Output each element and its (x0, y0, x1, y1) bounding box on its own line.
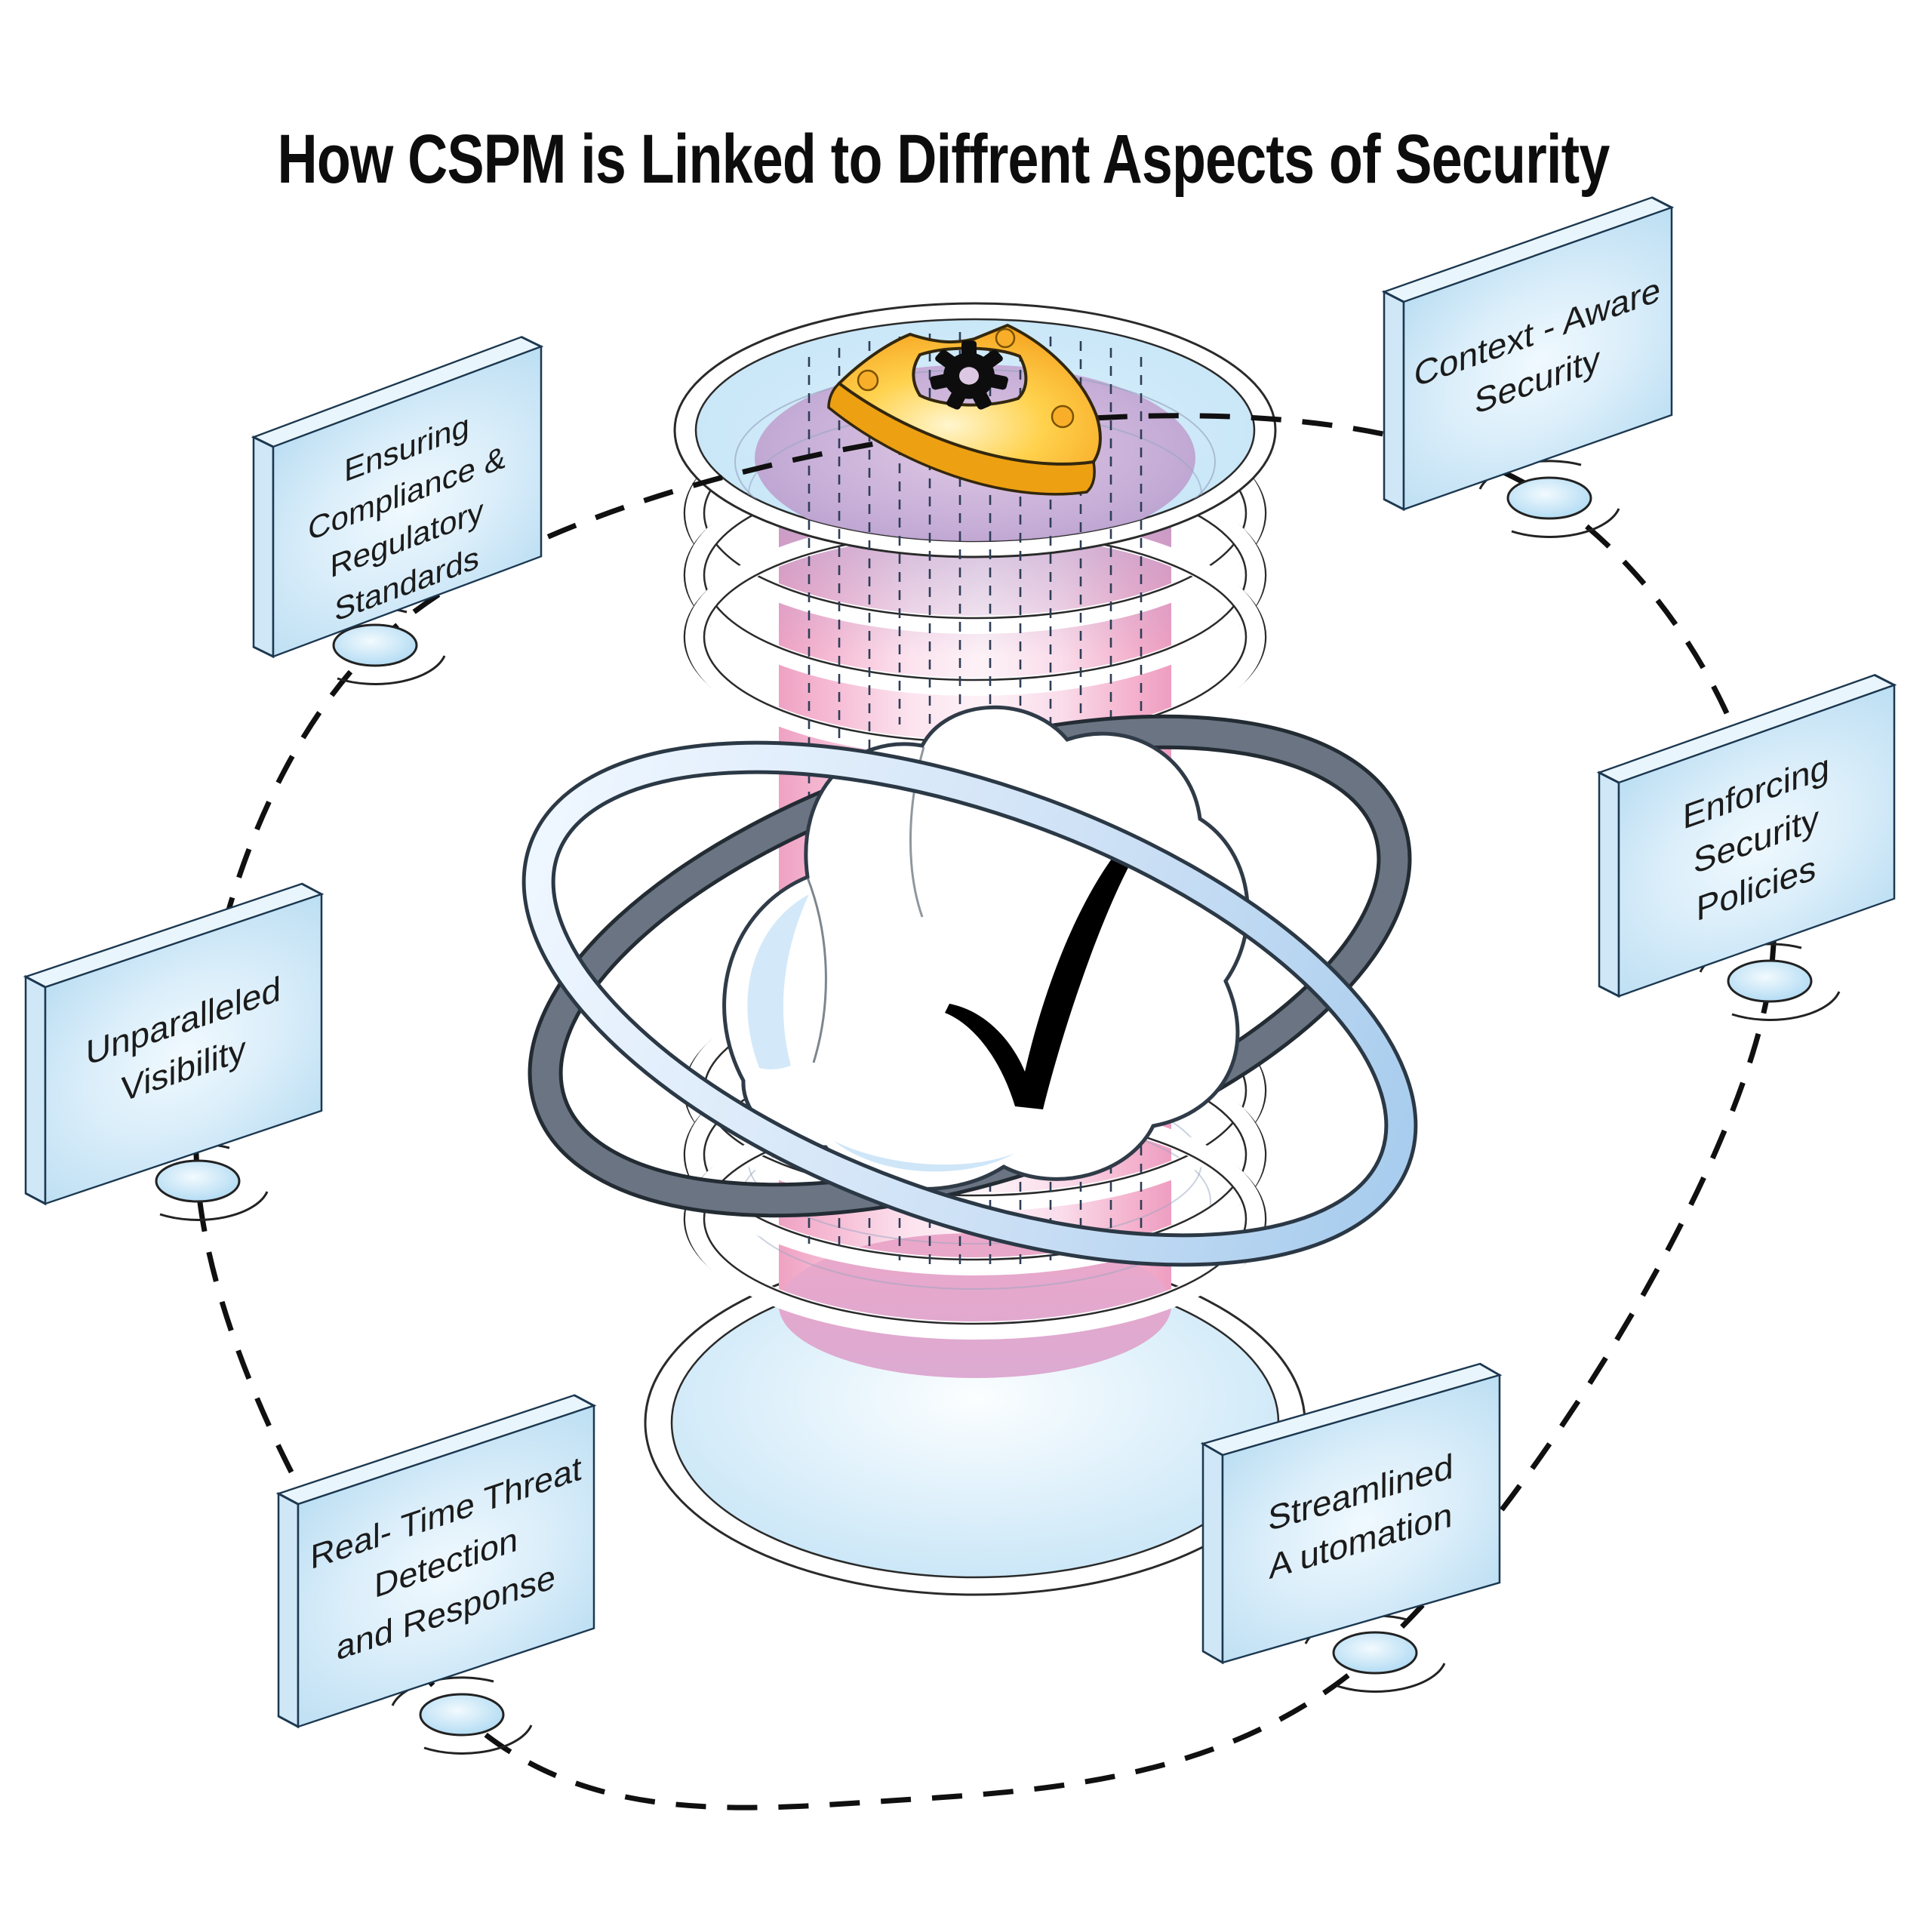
gear-icon (930, 340, 1008, 410)
shield-rivet (857, 369, 879, 392)
dashed-connector-loop (192, 413, 1777, 1810)
cloud-shading (747, 894, 809, 1069)
shield-plate (836, 323, 1102, 466)
panel-side-face (277, 1491, 300, 1729)
cloud-lobe-line (806, 877, 827, 1063)
panel-streamlined-automation: Streamlined A utomation (1200, 1362, 1503, 1665)
panel-side-face (24, 974, 47, 1206)
anchor-node (1304, 1614, 1446, 1693)
shield-rivet (995, 328, 1016, 349)
panel-side-face (1383, 290, 1405, 512)
panel-enforcing-security-policies: Enforcing Security Policies (1596, 674, 1897, 998)
panel-unparalleled-visibility: Unparalleled Visibility (23, 882, 325, 1206)
cloud-shading (834, 1141, 1015, 1172)
orbit-band-blue (521, 740, 1418, 1267)
checkmark-icon (945, 850, 1132, 1109)
cylinder-bottom-ellipse (779, 1233, 1171, 1378)
panel-front-face (272, 345, 543, 658)
panel-front-face (297, 1404, 595, 1728)
panel-real-time-threat-detection-and-response: Real- Time Threat Detection and Response (275, 1394, 597, 1729)
panel-front-face (44, 893, 323, 1205)
panel-side-face (252, 435, 275, 659)
panel-side-face (1598, 771, 1620, 998)
panel-ensuring-compliance-regulatory-standards: Ensuring Compliance & Regulatory Standar… (251, 336, 544, 659)
panel-side-face (1201, 1441, 1224, 1665)
shield-rivet (1051, 405, 1075, 429)
panel-front-face (1402, 206, 1673, 511)
page-title: How CSPM is Linked to Diffrent Aspects o… (278, 121, 1611, 198)
panel-front-face (1221, 1374, 1501, 1664)
panel-context-aware-security: Context - Aware Security (1381, 196, 1675, 512)
shield-gear-icon (827, 323, 1102, 496)
panel-front-face (1617, 684, 1896, 998)
